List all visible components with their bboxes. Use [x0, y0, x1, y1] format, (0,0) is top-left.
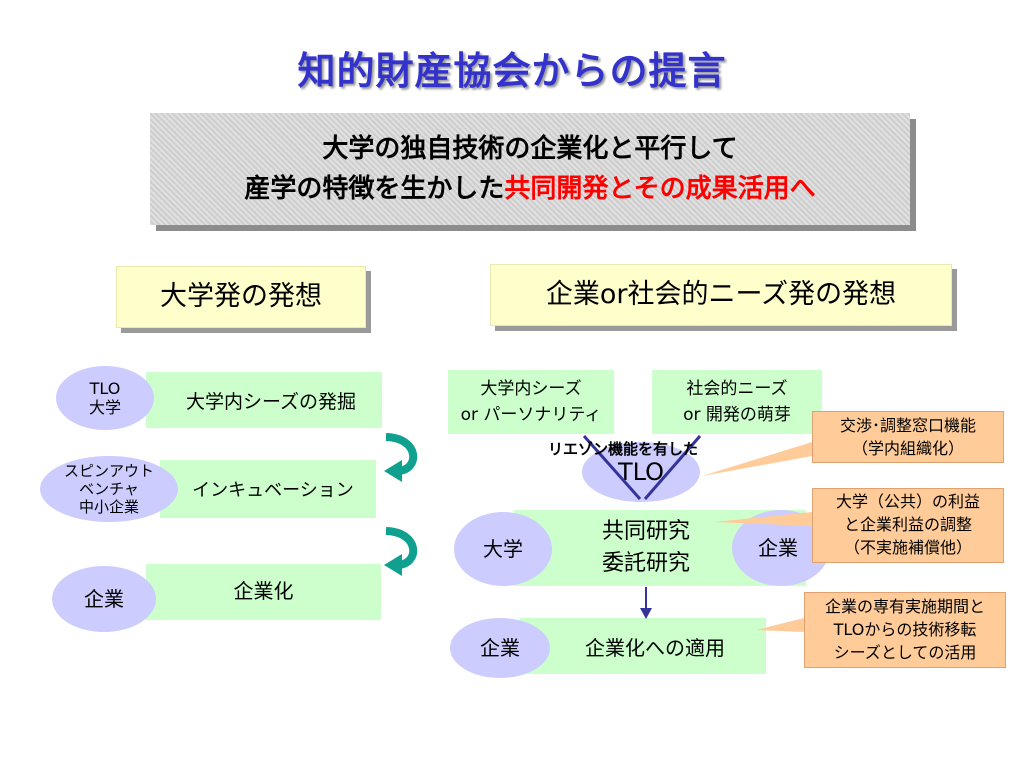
line-seeds-to-tlo [582, 435, 642, 500]
callout-pointer-exclusive [756, 618, 804, 632]
left-box-incubation: インキュベーション [160, 460, 376, 518]
banner-line-2-black: 産学の特徴を生かした [244, 174, 505, 204]
ellipse-university-right: 大学 [454, 512, 552, 586]
callout-interest-adjustment: 大学（公共）の利益 と企業利益の調整 （不実施補償他） [812, 488, 1004, 563]
banner-line-1: 大学の独自技術の企業化と平行して [322, 134, 738, 164]
callout-exclusive-period: 企業の専有実施期間と TLOからの技術移転 シーズとしての活用 [804, 592, 1006, 668]
right-header: 企業or社会的ニーズ発の発想 [490, 264, 952, 326]
liaison-label: リエゾン機能を有した [548, 440, 699, 458]
ellipse-tlo-right: TLO [582, 442, 700, 502]
ellipse-company-bottom: 企業 [450, 618, 550, 678]
ellipse-company-left: 企業 [52, 566, 156, 632]
curved-arrow-1 [385, 433, 418, 475]
curved-arrow-2-head [384, 554, 402, 576]
callout-pointer-negotiation [702, 442, 812, 476]
box-social-needs: 社会的ニーズ or 開発の萌芽 [652, 370, 822, 434]
joint-research-label: 共同研究 委託研究 [601, 519, 690, 576]
ellipse-tlo-university: TLO 大学 [56, 366, 154, 430]
curved-arrow-2 [385, 527, 418, 569]
curved-arrow-1-head [384, 460, 402, 482]
summary-banner: 大学の独自技術の企業化と平行して 産学の特徴を生かした共同開発とその成果活用へ [150, 113, 910, 225]
box-application: 企業化への適用 [520, 618, 766, 674]
callout-pointer-interest [714, 512, 812, 526]
box-university-seeds: 大学内シーズ or パーソナリティ [448, 370, 614, 434]
page-title: 知的財産協会からの提言 [297, 49, 727, 93]
left-header: 大学発の発想 [116, 266, 366, 328]
line-needs-to-tlo [643, 435, 702, 500]
ellipse-spinout: スピンアウト ベンチャ 中小企業 [40, 456, 178, 522]
banner-line-2: 産学の特徴を生かした共同開発とその成果活用へ [150, 169, 910, 209]
callout-negotiation: 交渉･調整窓口機能 （学内組織化） [812, 411, 1004, 463]
left-box-seeds: 大学内シーズの発掘 [146, 372, 382, 428]
arrow-down-head [640, 608, 652, 619]
left-box-commercialization: 企業化 [146, 564, 381, 620]
banner-line-2-red: 共同開発とその成果活用へ [504, 174, 816, 204]
